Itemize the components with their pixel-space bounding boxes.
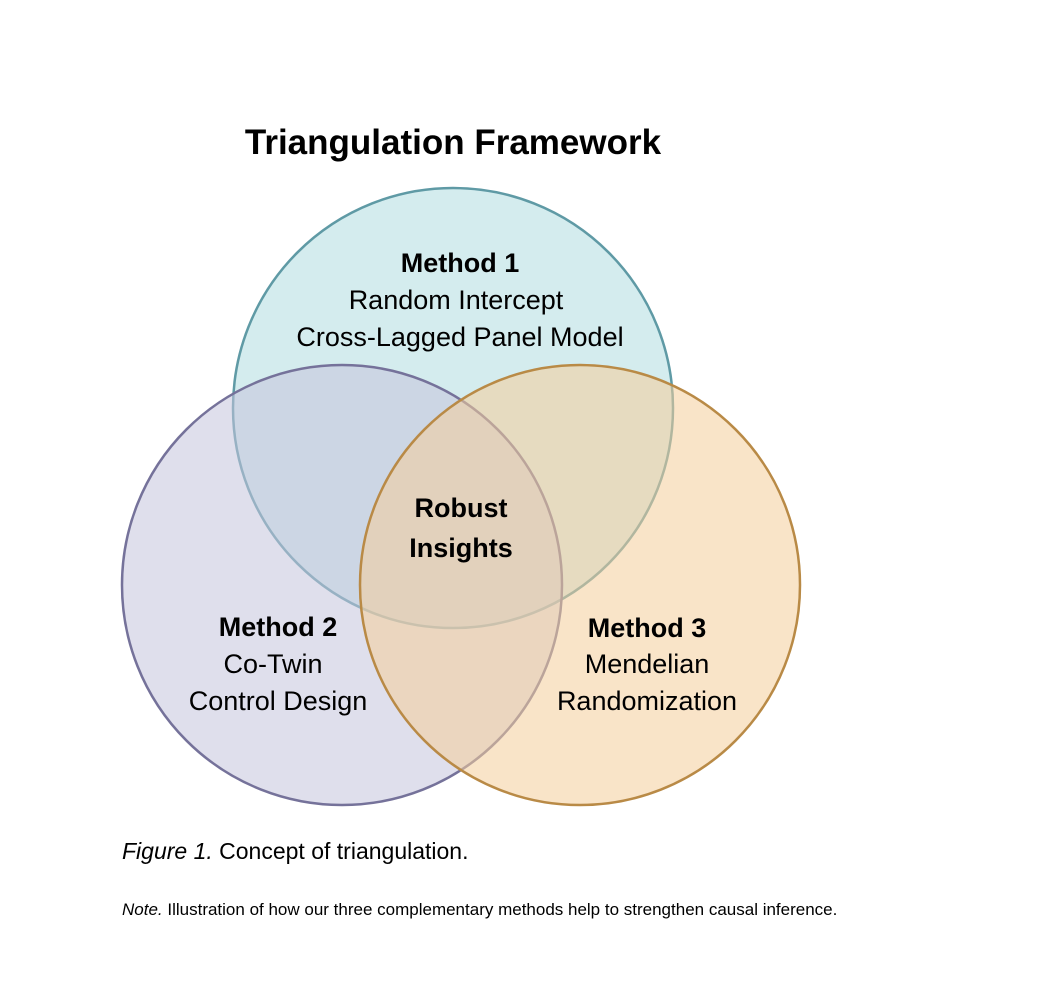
method3-heading: Method 3 — [588, 613, 707, 643]
figure-note-text: Illustration of how our three complement… — [162, 900, 838, 919]
center-line-2: Insights — [409, 533, 513, 563]
method1-heading: Method 1 — [401, 248, 520, 278]
method3-line-1: Mendelian — [585, 649, 710, 679]
figure-caption: Figure 1. Concept of triangulation. — [122, 838, 468, 865]
method2-line-1: Co-Twin — [223, 649, 322, 679]
diagram-title: Triangulation Framework — [245, 123, 662, 162]
figure-note-label: Note. — [122, 900, 163, 919]
figure-caption-text: Concept of triangulation. — [212, 838, 469, 864]
method2-heading: Method 2 — [219, 612, 338, 642]
method1-line-2: Cross-Lagged Panel Model — [296, 322, 623, 352]
method3-circle — [358, 363, 802, 807]
figure-caption-label: Figure 1. — [122, 838, 213, 864]
method1-line-1: Random Intercept — [349, 285, 564, 315]
method3-line-2: Randomization — [557, 686, 737, 716]
figure-note: Note. Illustration of how our three comp… — [122, 900, 837, 920]
center-line-1: Robust — [415, 493, 508, 523]
method2-line-2: Control Design — [189, 686, 368, 716]
